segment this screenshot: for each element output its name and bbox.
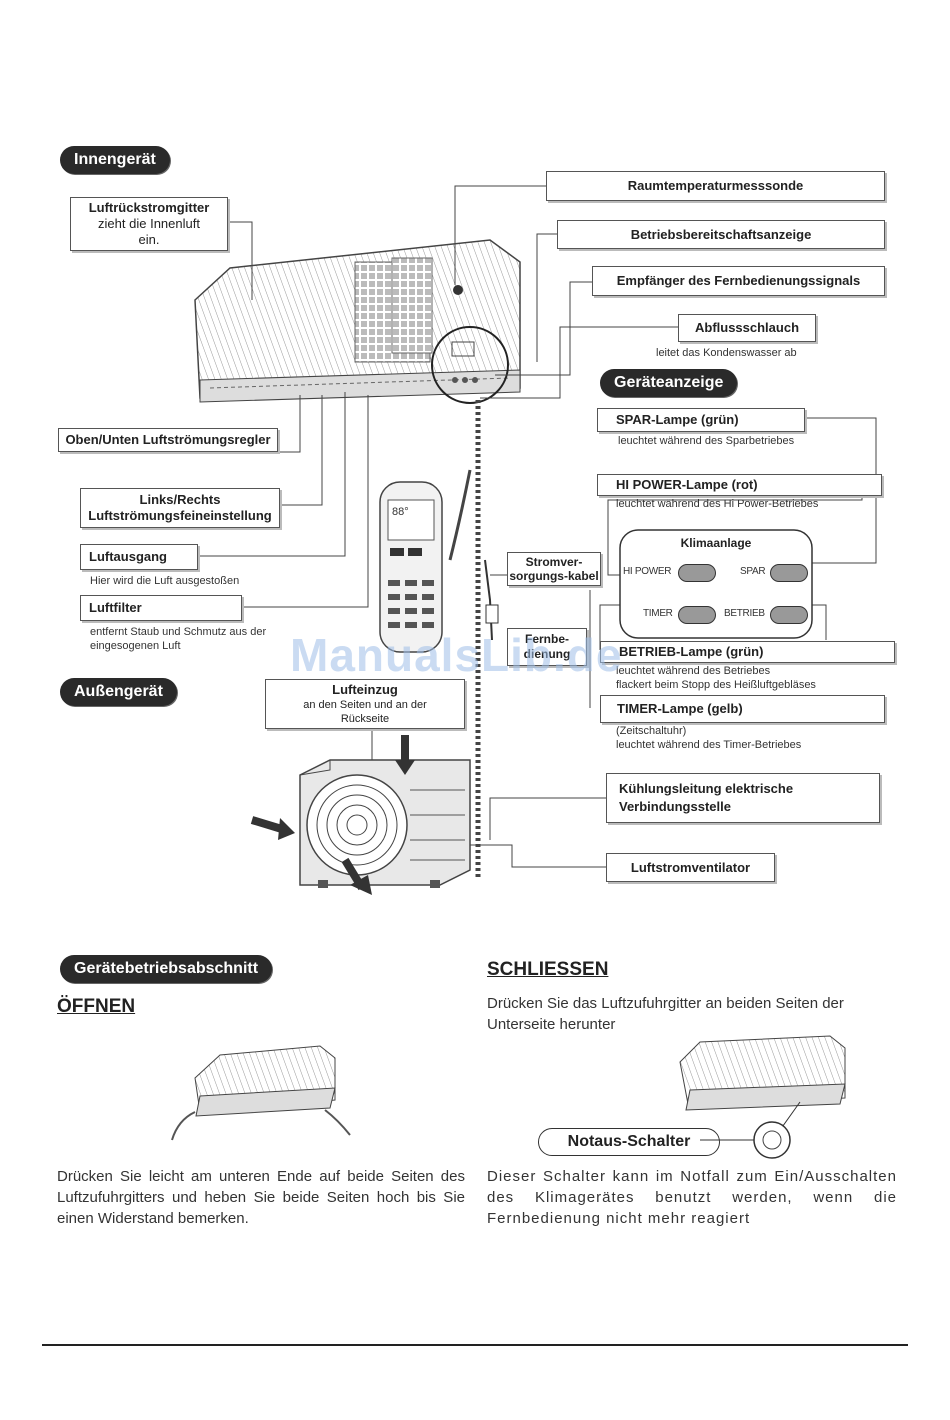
outdoor-unit-drawing — [250, 735, 471, 895]
open-illustration — [171, 1045, 351, 1141]
betrieb-lamp-label: BETRIEB-Lampe (grün) — [600, 641, 895, 663]
open-heading: ÖFFNEN — [57, 996, 136, 1017]
air-intake-title: Lufteinzug — [332, 682, 398, 697]
standby-indicator-label: Betriebsbereitschaftsanzeige — [557, 220, 885, 249]
air-filter-label: Luftfilter — [80, 595, 242, 621]
air-filter-desc: entfernt Staub und Schmutz aus der einge… — [90, 626, 267, 652]
close-heading: SCHLIESSEN — [487, 959, 609, 980]
spar-lamp-desc: leuchtet während des Sparbetriebes — [618, 435, 795, 447]
watermark: ManualsLib.de — [290, 629, 623, 681]
hipower-button-label: HI POWER — [623, 566, 672, 577]
open-text: Drücken Sie leicht am unteren Ende auf b… — [57, 1168, 465, 1227]
cooling-line-label: Kühlungsleitung elektrische Verbindungss… — [606, 773, 880, 823]
section-display-pill: Geräteanzeige — [600, 369, 738, 397]
fan-label: Luftstromventilator — [606, 853, 775, 882]
updown-regulator-label: Oben/Unten Luftströmungsregler — [58, 428, 278, 452]
section-indoor-pill: Innengerät — [60, 146, 170, 174]
timer-button-label: TIMER — [643, 608, 673, 619]
timer-lamp-button[interactable] — [678, 606, 716, 624]
spar-lamp-label: SPAR-Lampe (grün) — [597, 408, 805, 432]
leftright-fine-label: Links/Rechts Luftströmungsfeineinstellun… — [80, 488, 280, 528]
air-intake-desc: an den Seiten und an der Rückseite — [303, 699, 427, 725]
air-outlet-desc: Hier wird die Luft ausgestoßen — [90, 575, 240, 587]
display-panel-title: Klimaanlage — [680, 536, 752, 550]
power-cable-label: Stromver-sorgungs-kabel — [507, 552, 601, 586]
remote-control-label: Fernbe-dienung — [507, 628, 587, 666]
hipower-lamp-label: HI POWER-Lampe (rot) — [597, 474, 882, 496]
betrieb-lamp-button[interactable] — [770, 606, 808, 624]
close-text: Drücken Sie das Luftzufuhrgitter an beid… — [487, 995, 844, 1033]
section-operation-pill: Gerätebetriebsabschnitt — [60, 955, 273, 983]
hipower-lamp-desc: leuchtet während des Hi Power-Betriebes — [616, 498, 819, 510]
remote-control-drawing: 88° — [379, 481, 443, 653]
indoor-unit-drawing — [194, 239, 521, 404]
section-outdoor-pill: Außengerät — [60, 678, 177, 706]
return-grille-title: Luftrückstromgitter — [88, 200, 210, 215]
betrieb-lamp-desc2: flackert beim Stopp des Heißluftgebläses — [616, 679, 816, 691]
timer-lamp-desc2: leuchtet während des Timer-Betriebes — [616, 739, 802, 751]
spar-lamp-button[interactable] — [770, 564, 808, 582]
timer-lamp-label: TIMER-Lampe (gelb) — [600, 695, 885, 723]
betrieb-button-label: BETRIEB — [724, 608, 765, 619]
spar-button-label: SPAR — [740, 566, 766, 577]
air-intake-box: Lufteinzug an den Seiten und an der Rück… — [265, 679, 465, 729]
drain-hose-desc: leitet das Kondenswasser ab — [656, 347, 797, 359]
close-illustration — [679, 1035, 846, 1159]
emergency-switch-label: Notaus-Schalter — [538, 1128, 720, 1156]
drain-hose-label: Abflussschlauch — [678, 314, 816, 342]
timer-lamp-desc1: (Zeitschaltuhr) — [616, 725, 687, 737]
return-grille-desc: zieht die Innenluft ein. — [98, 216, 200, 247]
svg-text:88°: 88° — [392, 506, 409, 518]
air-outlet-label: Luftausgang — [80, 544, 198, 570]
temp-sensor-label: Raumtemperaturmesssonde — [546, 171, 885, 201]
emergency-text: Dieser Schalter kann im Notfall zum Ein/… — [487, 1168, 897, 1227]
return-grille-box: Luftrückstromgitter zieht die Innenluft … — [70, 197, 228, 251]
remote-receiver-label: Empfänger des Fernbedienungssignals — [592, 266, 885, 296]
hipower-lamp-button[interactable] — [678, 564, 716, 582]
betrieb-lamp-desc1: leuchtet während des Betriebes — [616, 665, 771, 677]
